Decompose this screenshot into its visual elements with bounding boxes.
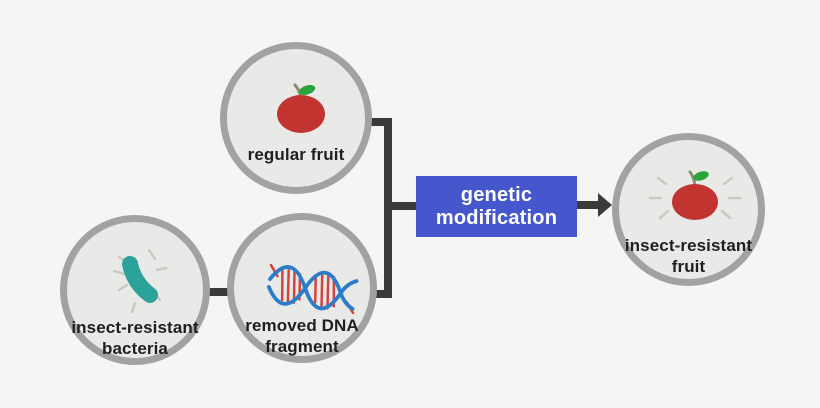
apple-highlight-icon (648, 170, 742, 220)
node-label: removed DNA fragment (245, 316, 359, 356)
node-regular-fruit: regular fruit (220, 42, 372, 194)
arrowhead-icon (598, 193, 612, 217)
connector-vertical (384, 118, 392, 298)
connector-bacteria-dna (205, 288, 232, 296)
dna-helix-icon (266, 263, 359, 315)
arrow-shaft (575, 201, 599, 209)
connector-middle (390, 202, 416, 210)
node-dna: removed DNA fragment (227, 213, 377, 363)
node-result-fruit: insect-resistant fruit (612, 133, 765, 286)
bacteria-icon (112, 248, 168, 314)
connector-dna-stub (372, 290, 392, 298)
node-bacteria: insect-resistant bacteria (60, 215, 210, 365)
apple-icon (277, 83, 325, 133)
node-label: insect-resistant bacteria (71, 318, 199, 358)
process-genetic-modification: genetic modification (416, 176, 577, 237)
node-label: regular fruit (247, 145, 345, 164)
node-label: insect-resistant fruit (624, 236, 753, 276)
connector-fruit-stub (364, 118, 392, 126)
